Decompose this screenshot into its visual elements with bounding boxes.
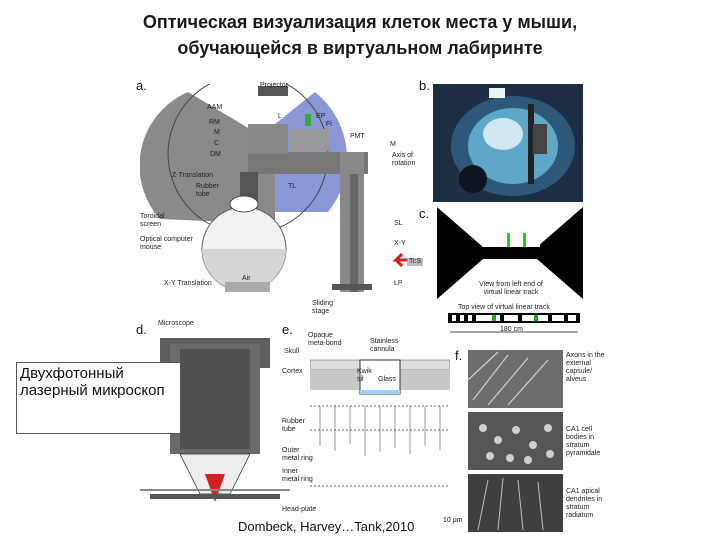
citation-credit: Dombeck, Harvey…Tank,2010 (238, 519, 415, 534)
optics-upper-block (248, 124, 288, 154)
label-skull: Skull (284, 348, 300, 355)
label-ti-s: Ti:S (407, 258, 424, 266)
label-fi: Fi (326, 121, 332, 128)
label-f-row3: CA1 apical dendrites in stratum radiatum (566, 488, 603, 519)
label-rubber-tube: Rubber tube (196, 183, 219, 198)
label-cortex: Cortex (282, 368, 303, 375)
label-stainless-cannula: Stainless cannula (370, 338, 399, 353)
label-rubber-tube-d: Rubber tube (282, 418, 305, 433)
treadmill-ball-lower (202, 249, 286, 291)
cell-bodies-dots (479, 424, 554, 464)
optics-inner-arm (350, 174, 358, 292)
label-rm: RM (209, 119, 220, 126)
label-axis-rotation: Axis of rotation (392, 152, 416, 167)
ti-s-laser-arrow (392, 252, 408, 268)
label-xy-translation: X-Y Translation (164, 280, 212, 287)
image-dendrites (468, 474, 563, 532)
label-glass: Glass (378, 376, 396, 383)
panel-b-photo (433, 84, 583, 202)
distance-arrow (450, 331, 578, 333)
label-projector: Projector (260, 82, 289, 89)
label-head-plate: Head-plate (282, 506, 317, 513)
mouse-figure (229, 195, 259, 213)
panel-label-e: e. (282, 322, 293, 337)
label-kwik-sil: Kwik sil (357, 368, 372, 383)
top-view-track-strip (448, 313, 580, 323)
label-outer-ring: Outer metal ring (282, 447, 313, 462)
panel-f-images (468, 350, 563, 532)
label-dm: DM (210, 151, 221, 158)
air-base (225, 282, 270, 292)
panel-label-b: b. (419, 78, 430, 93)
label-z-translation: Z-Translation (172, 172, 213, 179)
label-c: C (214, 140, 220, 147)
label-180cm: 180 cm (500, 326, 523, 333)
label-optical-mouse: Optical computer mouse (140, 236, 193, 251)
projector-body (258, 86, 288, 96)
label-aam: AAM (207, 104, 223, 111)
label-xy: X-Y (394, 240, 406, 247)
label-sl: SL (394, 220, 403, 227)
glass-window (360, 390, 400, 394)
label-m2: M (390, 141, 396, 148)
optics-green-filter (305, 114, 311, 126)
optics-horizontal-arm (248, 152, 368, 174)
image-axons (468, 350, 563, 408)
label-scale-bar: 10 µm (443, 517, 463, 524)
slide-title-line2: обучающейся в виртуальном лабиринте (177, 38, 543, 58)
label-pmt: PMT (350, 133, 365, 140)
optics-pmt-block (290, 129, 330, 151)
label-air: Air (242, 275, 251, 282)
label-inner-ring: Inner metal ring (282, 468, 313, 483)
head-plate (150, 494, 280, 499)
panel-label-a: a. (136, 78, 147, 93)
overlay-caption-box: Двухфотонный лазерный микроскоп (16, 362, 181, 434)
panel-label-d: d. (136, 322, 147, 337)
panel-e-diagram (310, 359, 450, 487)
panel-d-diagram (140, 338, 290, 502)
label-ep: EP (316, 113, 326, 120)
label-view-left-end: View from left end of virtual linear tra… (471, 281, 551, 297)
label-lp: LP (394, 280, 403, 287)
label-m1: M (214, 129, 220, 136)
neuron-layer (319, 406, 441, 456)
label-toroidal-screen: Toroidal screen (140, 213, 165, 228)
red-focus-cone (205, 474, 225, 502)
label-f-row1: Axons in the external capsule/ alveus (566, 352, 605, 383)
label-microscope: Microscope (158, 320, 194, 327)
label-sliding-stage: Sliding stage (312, 300, 334, 315)
label-f-row2: CA1 cell bodies in stratum pyramidale (566, 426, 601, 457)
panel-label-c: c. (419, 206, 430, 221)
image-cell-bodies (468, 412, 563, 470)
label-tl: TL (288, 183, 297, 190)
sliding-stage (332, 284, 372, 290)
label-l: L (278, 113, 282, 120)
cannula (359, 359, 401, 395)
label-top-view: Top view of virtual linear track (458, 304, 550, 311)
slide-title-line1: Оптическая визуализация клеток места у м… (142, 12, 578, 32)
panel-label-f: f. (455, 348, 463, 363)
label-opaque-meta-bond: Opaque meta-bond (308, 332, 342, 347)
panel-a-diagram (140, 84, 408, 292)
